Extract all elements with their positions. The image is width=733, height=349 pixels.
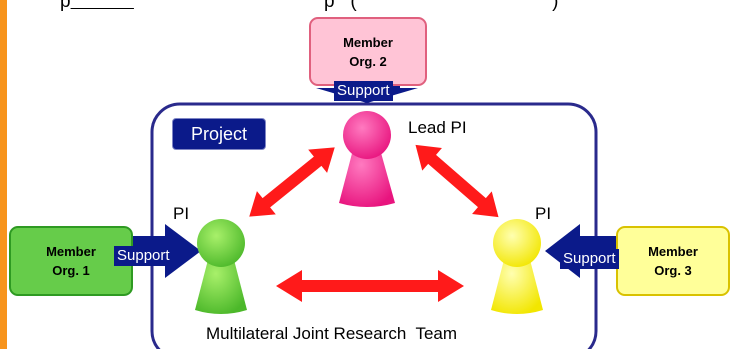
red-arrow-left-diagonal: [249, 147, 335, 217]
right-pi-label: PI: [535, 204, 552, 223]
lead-pi-figure: [339, 111, 395, 207]
support-label-top: Support: [334, 81, 393, 101]
project-frame: [150, 102, 598, 349]
left-pi-figure: [195, 219, 247, 314]
support-label-left: Support: [114, 246, 173, 266]
support-label-right: Support: [560, 249, 619, 269]
header-text-fragment: p p ( ): [60, 0, 558, 13]
left-pi-label: PI: [173, 204, 190, 223]
project-tag: Project: [172, 118, 266, 150]
right-pi-figure: [491, 219, 543, 314]
lead-pi-label: Lead PI: [408, 118, 467, 137]
red-arrow-bottom: [276, 270, 464, 302]
team-label: Multilateral Joint Research Team: [206, 324, 458, 343]
red-arrow-right-diagonal: [415, 144, 499, 218]
accent-bar: [0, 0, 7, 349]
